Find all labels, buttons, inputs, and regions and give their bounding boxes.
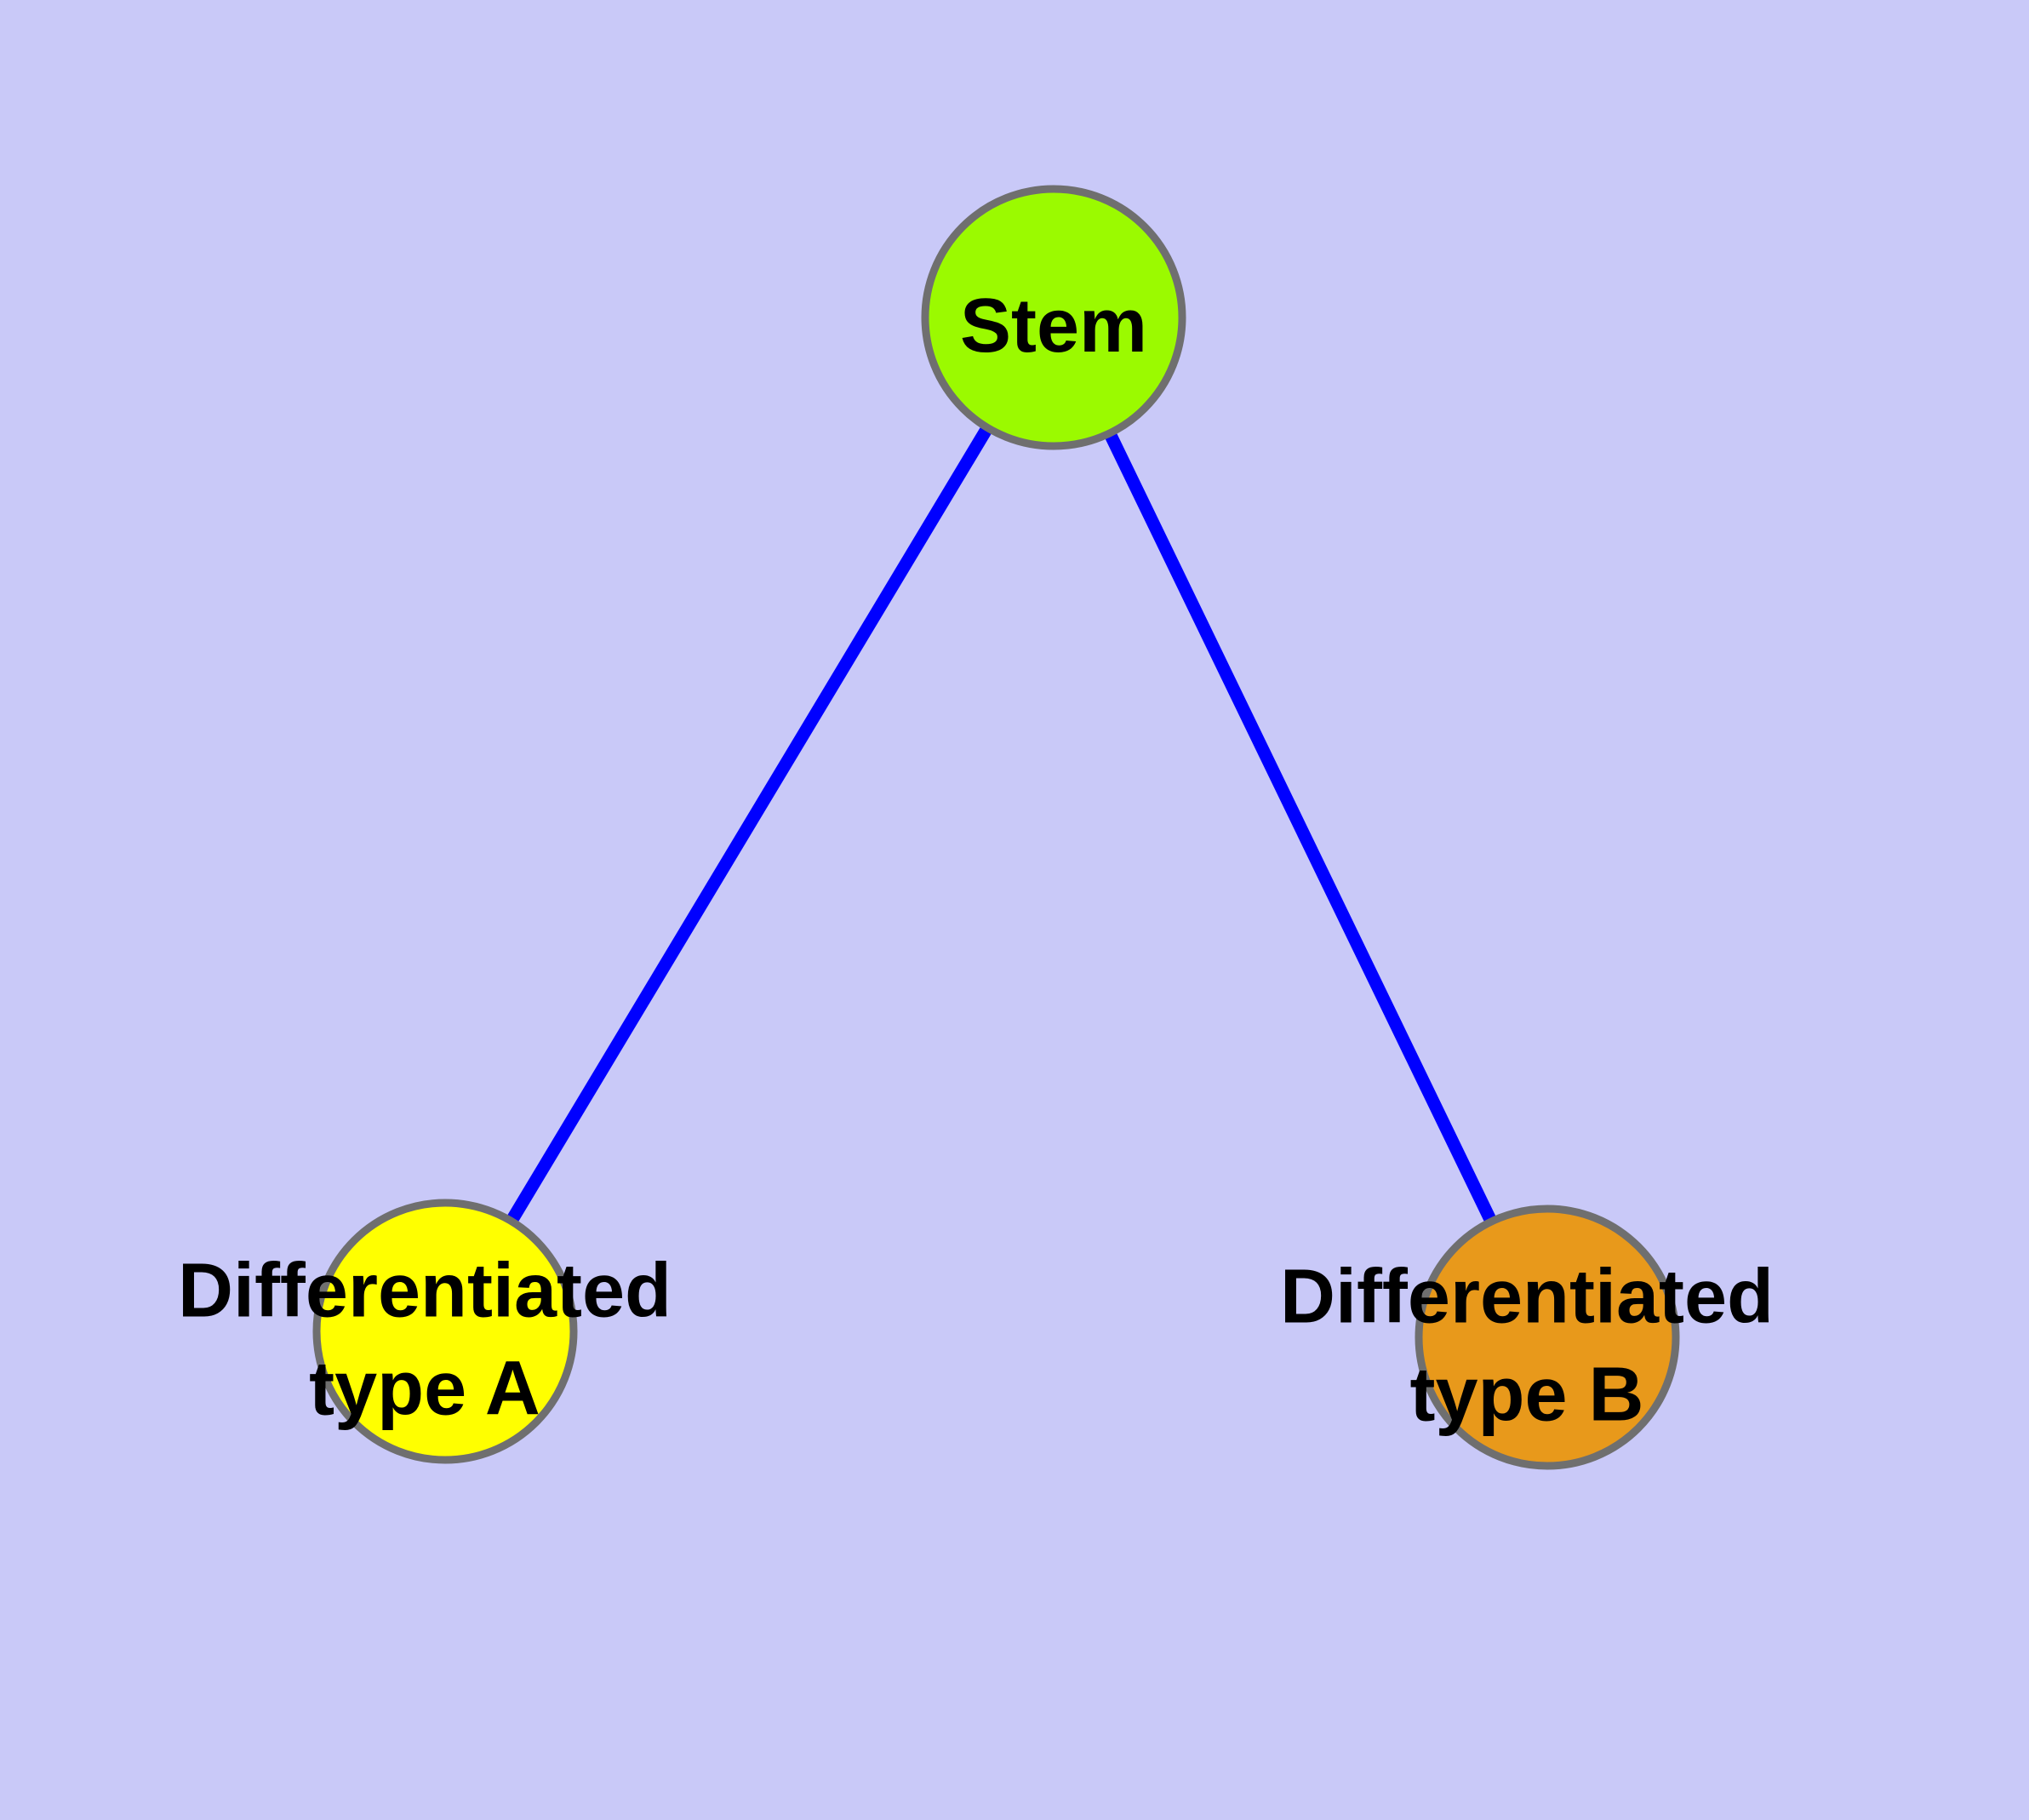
edge-stem-type-b — [1048, 314, 1553, 1341]
node-stem-label-line: Stem — [960, 283, 1147, 369]
node-type-a-label-line: Differentiated — [178, 1249, 672, 1334]
node-stem-circle — [921, 185, 1186, 450]
node-type-a-circle — [312, 1199, 578, 1464]
node-type-b-label: Differentiated type B — [1280, 1255, 1774, 1438]
node-type-a-label-line: type A — [309, 1347, 540, 1432]
node-type-b-circle — [1415, 1205, 1680, 1470]
node-stem-label: Stem — [960, 283, 1147, 369]
node-type-b-label-line: type B — [1409, 1353, 1643, 1438]
edge-stem-type-a — [439, 314, 1060, 1335]
node-type-b-label-line: Differentiated — [1280, 1255, 1774, 1340]
node-type-a-label: Differentiated type A — [178, 1249, 672, 1432]
